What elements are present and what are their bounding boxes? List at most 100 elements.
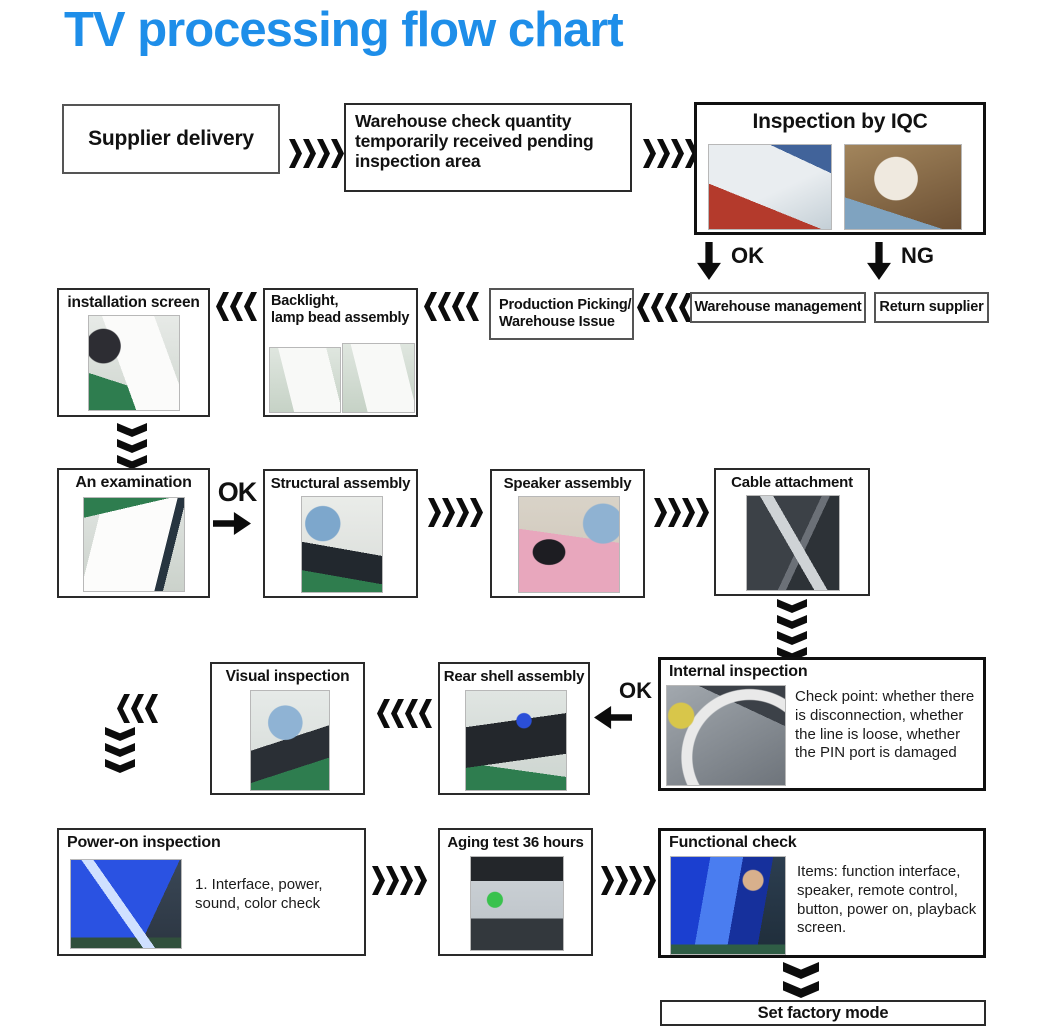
node-label: An examination <box>75 474 192 491</box>
chevron-right-group <box>428 498 483 527</box>
page-title: TV processing flow chart <box>64 3 624 57</box>
chevron-right-icon <box>629 866 642 895</box>
chevron-down-group <box>783 962 819 998</box>
node-label: Return supplier <box>879 299 984 316</box>
chevron-left-icon <box>665 293 678 322</box>
chevron-right-icon <box>414 866 427 895</box>
chevron-right-group <box>372 866 427 895</box>
node-label: Warehouse check quantity temporarily rec… <box>355 111 594 172</box>
functional-check-photo <box>670 856 786 955</box>
node-label: Power-on inspection <box>67 834 221 851</box>
chevron-left-icon <box>405 699 418 728</box>
chevron-right-icon <box>643 139 656 168</box>
branch-ok: OK <box>696 242 764 280</box>
iqc-bench-inspection-photo <box>844 144 962 230</box>
chevron-right-icon <box>456 498 469 527</box>
visual-inspection-photo <box>250 690 330 791</box>
chevron-right-icon <box>303 139 316 168</box>
chevron-down-icon <box>117 439 147 453</box>
chevron-left-icon <box>131 694 144 723</box>
chevron-right-icon <box>428 498 441 527</box>
node-label: Backlight, lamp bead assembly <box>271 293 409 326</box>
chevron-down-group <box>777 599 807 661</box>
node-label: Warehouse management <box>694 299 862 316</box>
node-warehouse-management: Warehouse management <box>690 292 866 323</box>
power-on-note: 1. Interface, power, sound, color check <box>195 876 323 912</box>
node-internal-inspection: Internal inspection Check point: whether… <box>658 657 986 791</box>
node-power-on-inspection: Power-on inspection 1. Interface, power,… <box>57 828 366 956</box>
chevron-left-icon <box>424 292 437 321</box>
iqc-pcb-tray-photo <box>708 144 832 230</box>
node-an-examination: An examination <box>57 468 210 598</box>
chevron-left-icon <box>466 292 479 321</box>
arrow-right-icon <box>213 512 251 535</box>
chevron-right-icon <box>615 866 628 895</box>
installation-screen-photo <box>88 315 180 411</box>
branch-ok-left: OK <box>594 678 652 730</box>
chevron-right-icon <box>643 866 656 895</box>
node-return-supplier: Return supplier <box>874 292 989 323</box>
chevron-right-icon <box>331 139 344 168</box>
node-label: Internal inspection <box>669 663 808 680</box>
node-label: Production Picking/ Warehouse Issue <box>499 297 632 330</box>
chevron-left-icon <box>244 292 257 321</box>
internal-inspection-photo <box>666 685 786 786</box>
ng-label: NG <box>901 243 934 268</box>
chevron-left-group <box>117 694 158 723</box>
chevron-down-icon <box>105 727 135 741</box>
node-visual-inspection: Visual inspection <box>210 662 365 795</box>
chevron-left-group <box>377 699 432 728</box>
chevron-right-icon <box>654 498 667 527</box>
chevron-left-icon <box>651 293 664 322</box>
node-label: Supplier delivery <box>88 126 254 150</box>
power-on-photo <box>70 859 182 949</box>
node-inspection-iqc: Inspection by IQC <box>694 102 986 235</box>
node-structural-assembly: Structural assembly <box>263 469 418 598</box>
node-label-line1: Backlight, <box>271 293 339 309</box>
node-label-line1: Production Picking/ <box>499 297 632 313</box>
chevron-right-icon <box>668 498 681 527</box>
speaker-assembly-photo <box>518 496 620 593</box>
node-label-line2: lamp bead assembly <box>271 309 410 326</box>
node-label-line2: Warehouse Issue <box>499 313 615 330</box>
arrow-down-icon <box>867 242 891 280</box>
node-label: Visual inspection <box>225 668 350 685</box>
chevron-left-icon <box>419 699 432 728</box>
structural-assembly-photo <box>301 496 383 593</box>
chevron-right-icon <box>289 139 302 168</box>
node-label: Speaker assembly <box>503 475 632 492</box>
chevron-down-icon <box>783 962 819 979</box>
chevron-down-icon <box>117 455 147 469</box>
chevron-down-group <box>117 423 147 469</box>
chevron-down-icon <box>117 423 147 437</box>
chevron-left-icon <box>216 292 229 321</box>
branch-ok-right: OK <box>211 477 263 536</box>
node-production-picking: Production Picking/ Warehouse Issue <box>489 288 634 340</box>
chevron-right-group <box>643 139 698 168</box>
node-label: Structural assembly <box>270 475 411 492</box>
node-label: Cable attachment <box>731 474 853 491</box>
chevron-right-icon <box>470 498 483 527</box>
chevron-left-icon <box>145 694 158 723</box>
ok-label: OK <box>731 243 764 268</box>
node-speaker-assembly: Speaker assembly <box>490 469 645 598</box>
chevron-right-icon <box>682 498 695 527</box>
chevron-right-group <box>289 139 344 168</box>
chevron-left-group <box>424 292 479 321</box>
chevron-down-icon <box>777 615 807 629</box>
chevron-right-icon <box>696 498 709 527</box>
chevron-right-icon <box>400 866 413 895</box>
chevron-right-icon <box>657 139 670 168</box>
aging-test-photo <box>470 856 564 951</box>
chevron-right-icon <box>386 866 399 895</box>
node-rear-shell-assembly: Rear shell assembly <box>438 662 590 795</box>
functional-check-note: Items: function interface, speaker, remo… <box>797 863 977 937</box>
chevron-down-icon <box>777 599 807 613</box>
node-label: Functional check <box>669 834 797 851</box>
node-aging-test: Aging test 36 hours <box>438 828 593 956</box>
chevron-left-icon <box>117 694 130 723</box>
ok-label: OK <box>217 477 258 507</box>
arrow-left-icon <box>594 705 632 730</box>
rear-shell-photo <box>465 690 567 791</box>
